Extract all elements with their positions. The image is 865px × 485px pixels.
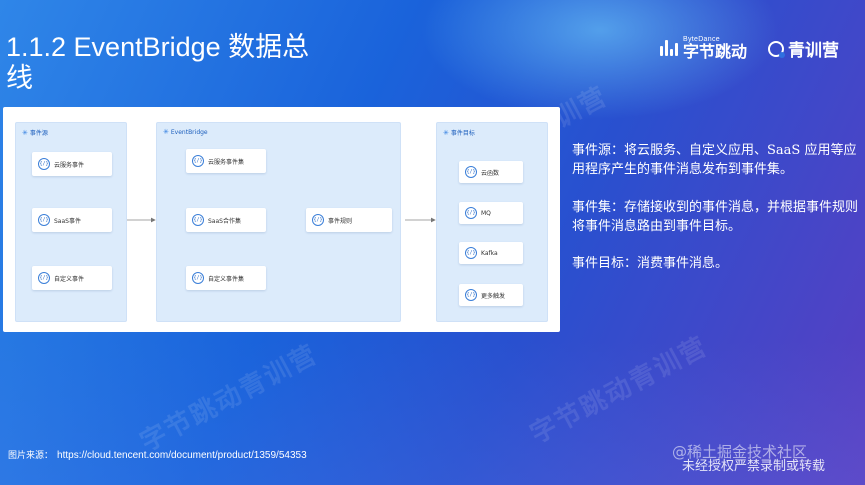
- group-title-target: 事件目标: [450, 130, 475, 137]
- node-label: MQ: [481, 209, 491, 217]
- code-icon: {/}: [38, 214, 50, 226]
- eventbridge-diagram: ✳ 事件源 {/} 云服务事件 {/} SaaS事件 {/} 自定义事件 ✳ E…: [3, 107, 560, 332]
- slide-title: 1.1.2 EventBridge 数据总线: [6, 32, 310, 93]
- node-cloud-event-set: {/} 云服务事件集: [186, 149, 266, 173]
- image-source: 图片来源：https://cloud.tencent.com/document/…: [8, 448, 307, 461]
- code-icon: {/}: [38, 158, 50, 170]
- background-watermark: 字节跳动青训营: [525, 331, 713, 450]
- juejin-watermark: @稀土掘金技术社区: [672, 443, 808, 461]
- group-title-eventbridge: EventBridge: [170, 128, 208, 136]
- description-event-source: 事件源：将云服务、自定义应用、SaaS 应用等应用程序产生的事件消息发布到事件集…: [572, 143, 857, 177]
- node-label: 云服务事件: [54, 161, 85, 169]
- qingxun-circle-icon: [768, 40, 785, 58]
- snowflake-icon: ✳: [443, 128, 449, 137]
- node-event-rule: {/} 事件规则: [306, 208, 392, 232]
- code-icon: {/}: [465, 207, 477, 219]
- node-cloud-event: {/} 云服务事件: [32, 152, 112, 176]
- qingxun-logo: 青训营: [768, 36, 839, 61]
- node-custom-event-set: {/} 自定义事件集: [186, 266, 266, 290]
- node-saas-set: {/} SaaS合作集: [186, 208, 266, 232]
- node-label: SaaS合作集: [208, 217, 241, 225]
- group-eventbridge: ✳ EventBridge {/} 云服务事件集 {/} SaaS合作集 {/}…: [156, 122, 401, 322]
- group-title-source: 事件源: [29, 130, 48, 137]
- code-icon: {/}: [192, 214, 204, 226]
- code-icon: {/}: [192, 155, 204, 167]
- node-label: Kafka: [481, 249, 498, 257]
- group-event-target: ✳ 事件目标 {/} 云函数 {/} MQ {/} Kafka {/} 更多触发: [436, 122, 548, 322]
- image-source-label: 图片来源：: [8, 451, 54, 461]
- bytedance-small-label: ByteDance: [683, 36, 720, 43]
- description-event-target: 事件目标：消费事件消息。: [572, 256, 729, 271]
- description-event-set: 事件集：存储接收到的事件消息，并根据事件规则将事件消息路由到事件目标。: [572, 200, 859, 234]
- background-watermark: 字节跳动青训营: [135, 339, 323, 458]
- node-saas-event: {/} SaaS事件: [32, 208, 112, 232]
- code-icon: {/}: [312, 214, 324, 226]
- code-icon: {/}: [38, 272, 50, 284]
- node-kafka: {/} Kafka: [459, 242, 523, 264]
- bytedance-logo: ByteDance 字节跳动: [660, 36, 747, 60]
- group-event-source: ✳ 事件源 {/} 云服务事件 {/} SaaS事件 {/} 自定义事件: [15, 122, 127, 322]
- bytedance-bars-icon: [660, 40, 678, 56]
- code-icon: {/}: [465, 289, 477, 301]
- node-label: 云服务事件集: [208, 158, 245, 166]
- qingxun-name: 青训营: [788, 41, 839, 61]
- snowflake-icon: ✳: [22, 128, 28, 137]
- bytedance-name: 字节跳动: [683, 42, 748, 61]
- copyright-notice: 未经授权严禁录制或转载: [682, 459, 826, 474]
- node-more-triggers: {/} 更多触发: [459, 284, 523, 306]
- code-icon: {/}: [192, 272, 204, 284]
- snowflake-icon: ✳: [163, 128, 169, 136]
- node-label: 更多触发: [481, 292, 506, 300]
- node-label: 自定义事件集: [208, 275, 245, 283]
- node-label: 云函数: [481, 169, 500, 177]
- node-label: 事件规则: [328, 217, 353, 225]
- node-cloud-function: {/} 云函数: [459, 161, 523, 183]
- node-mq: {/} MQ: [459, 202, 523, 224]
- image-source-url: https://cloud.tencent.com/document/produ…: [57, 450, 307, 461]
- code-icon: {/}: [465, 247, 477, 259]
- node-label: SaaS事件: [54, 217, 81, 225]
- node-label: 自定义事件: [54, 275, 85, 283]
- node-custom-event: {/} 自定义事件: [32, 266, 112, 290]
- code-icon: {/}: [465, 166, 477, 178]
